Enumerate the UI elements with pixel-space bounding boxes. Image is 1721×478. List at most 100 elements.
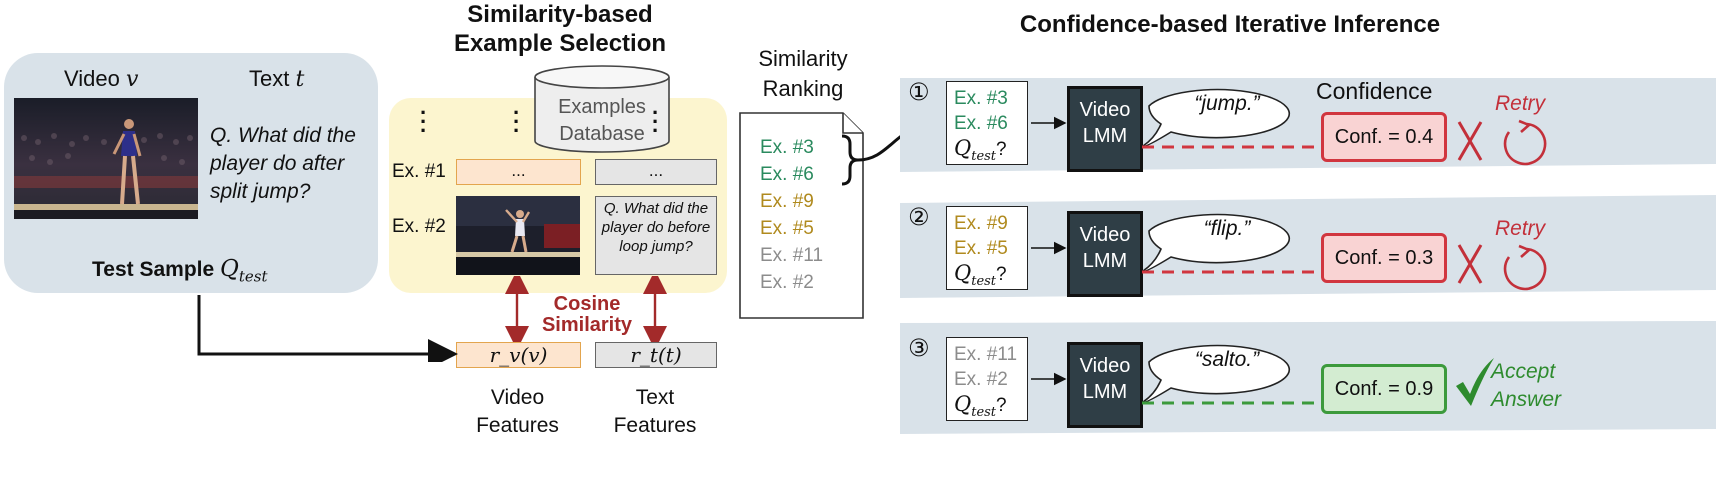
q-test-sub: test — [971, 149, 997, 165]
card-to-lmm-arrow — [1031, 241, 1067, 255]
text-label: Text t — [249, 66, 304, 92]
answer-text: “salto.” — [1194, 348, 1260, 371]
step-number: ③ — [908, 335, 930, 362]
confidence-value: Conf. = 0.9 — [1334, 378, 1434, 400]
test-sample-title: Test Sample Qtest — [92, 256, 268, 286]
ranking-list: Ex. #3 Ex. #6 Ex. #9 Ex. #5 Ex. #11 Ex. … — [760, 134, 823, 296]
text-features-line2: Features — [613, 414, 697, 437]
q-test: Qtest? — [954, 261, 1027, 294]
cosine-line1: Cosine — [553, 293, 621, 315]
ex1-text-feature: ... — [595, 159, 717, 185]
ranking-title: Similarity Ranking — [738, 44, 868, 104]
text-features-line1: Text — [635, 386, 675, 409]
speech-bubble — [1141, 213, 1291, 273]
ranking-item: Ex. #5 — [760, 218, 814, 239]
confidence-header: Confidence — [1316, 78, 1433, 104]
database-label-line2: Database — [559, 123, 645, 145]
ranking-item: Ex. #6 — [760, 164, 814, 185]
lmm-line1: Video — [1079, 99, 1131, 121]
ex1-label: Ex. #1 — [392, 161, 446, 182]
video-var: v — [126, 67, 139, 92]
video-lmm-box: Video LMM — [1067, 211, 1143, 297]
lmm-line1: Video — [1079, 224, 1131, 246]
confidence-box: Conf. = 0.9 — [1321, 364, 1447, 414]
rt-label: r_t(t) — [630, 343, 682, 367]
example-a: Ex. #11 — [954, 344, 1018, 365]
ranking-item: Ex. #3 — [760, 137, 814, 158]
inference-step-3: ③ Ex. #11 Ex. #2 Qtest? Video LMM “salto… — [905, 334, 1721, 434]
rv-feature-box: r_v(v) — [456, 342, 581, 368]
card-to-lmm-arrow — [1031, 116, 1067, 130]
vertical-ellipsis-3: ··· — [652, 100, 660, 143]
result-label: Retry — [1495, 217, 1546, 240]
dashed-link — [1142, 145, 1320, 149]
speech-bubble — [1141, 88, 1291, 148]
database-label-line1: Examples — [558, 96, 646, 118]
confidence-box: Conf. = 0.3 — [1321, 233, 1447, 283]
video-lmm-box: Video LMM — [1067, 86, 1143, 172]
vertical-ellipsis-2: ··· — [513, 100, 521, 143]
x-mark-icon — [1457, 121, 1483, 161]
example-b: Ex. #2 — [954, 369, 1008, 390]
q-test-var: Qtest — [220, 256, 268, 286]
ranking-item: Ex. #2 — [760, 272, 814, 293]
lmm-line2: LMM — [1082, 125, 1128, 147]
ex2-video-thumbnail — [456, 196, 580, 275]
selection-title-line2: Example Selection — [453, 30, 667, 57]
ranking-title-line2: Ranking — [762, 76, 844, 101]
confidence-value: Conf. = 0.4 — [1334, 126, 1434, 148]
inference-step-2: ② Ex. #9 Ex. #5 Qtest? Video LMM “flip.”… — [905, 203, 1721, 303]
example-b: Ex. #6 — [954, 113, 1008, 134]
test-sample-title-text: Test Sample — [92, 258, 215, 281]
result-line1: Accept — [1491, 360, 1556, 383]
speech-bubble — [1141, 344, 1291, 404]
q-test: Qtest? — [954, 392, 1027, 425]
test-to-features-arrow — [197, 295, 458, 362]
cosine-arrows — [505, 276, 667, 346]
ranking-document — [739, 112, 864, 319]
result-label: Retry — [1495, 92, 1546, 115]
lmm-line2: LMM — [1082, 381, 1128, 403]
text-label-text: Text — [249, 66, 290, 91]
video-features-line1: Video — [490, 386, 545, 409]
q-test-sub: test — [238, 267, 268, 286]
step-number: ① — [908, 79, 930, 106]
q-mark: ? — [996, 139, 1007, 160]
ranking-title-line1: Similarity — [758, 46, 848, 71]
confidence-value: Conf. = 0.3 — [1334, 247, 1434, 269]
ex2-label: Ex. #2 — [392, 216, 446, 237]
rt-feature-box: r_t(t) — [595, 342, 717, 368]
lmm-line1: Video — [1079, 355, 1131, 377]
step-number: ② — [908, 204, 930, 231]
ranking-item: Ex. #11 — [760, 245, 824, 266]
q-test-letter: Q — [954, 261, 972, 285]
example-b: Ex. #5 — [954, 238, 1008, 259]
ex2-text-card: Q. What did the player do before loop ju… — [595, 196, 717, 275]
q-test-sub: test — [971, 405, 997, 421]
selection-title: Similarity-based Example Selection — [400, 0, 720, 58]
database-icon — [534, 65, 670, 153]
q-mark: ? — [996, 264, 1007, 285]
q-mark: ? — [996, 395, 1007, 416]
test-question: Q. What did the player do after split ju… — [210, 124, 356, 203]
answer-text: “flip.” — [1203, 217, 1251, 240]
answer-text: “jump.” — [1194, 92, 1260, 115]
q-test: Qtest? — [954, 136, 1027, 169]
test-video-thumbnail — [14, 98, 198, 219]
rv-label: r_v(v) — [489, 343, 548, 367]
inference-title: Confidence-based Iterative Inference — [1019, 11, 1441, 38]
retry-icon — [1503, 244, 1547, 291]
text-var: t — [295, 67, 305, 92]
card-to-lmm-arrow — [1031, 372, 1067, 386]
q-test-letter: Q — [954, 392, 972, 416]
q-test-letter: Q — [220, 256, 239, 282]
q-test-sub: test — [971, 274, 997, 290]
dashed-link — [1142, 401, 1320, 405]
result-label: Accept Answer — [1491, 358, 1561, 414]
result-line2: Answer — [1491, 388, 1562, 411]
video-label: Video v — [64, 66, 138, 92]
q-test-letter: Q — [954, 136, 972, 160]
database-label: Examples Database — [532, 94, 672, 148]
cosine-line2: Similarity — [541, 314, 633, 336]
checkmark-icon — [1456, 358, 1494, 406]
